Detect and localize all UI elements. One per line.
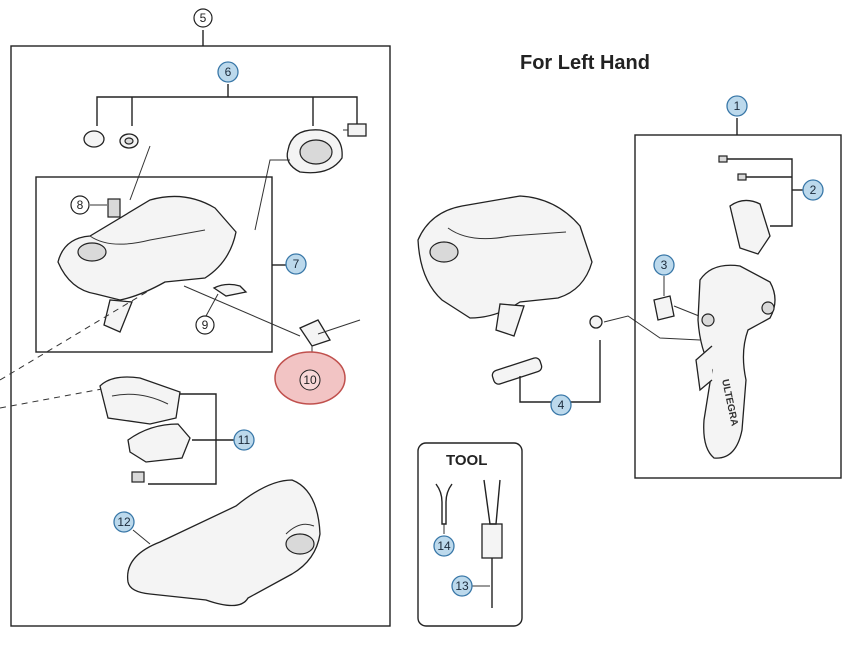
callout-1-label: 1: [734, 99, 741, 113]
callout-6[interactable]: 6: [217, 61, 239, 83]
bracket-body-7: [57, 195, 237, 301]
tool-13-handle: [481, 523, 503, 559]
assembly-line-6b: [254, 159, 290, 231]
callout-8-label: 8: [77, 198, 84, 212]
leader-12: [132, 529, 151, 545]
hidden-line-b: [0, 379, 151, 409]
screw-2a: [718, 155, 728, 163]
pawl-9: [212, 283, 248, 297]
cover-11-lower: [127, 423, 191, 463]
callout-6-label: 6: [225, 65, 232, 79]
screw-11: [131, 471, 145, 483]
callout-3-circle: [653, 254, 675, 276]
nut-6a: [83, 130, 105, 148]
hidden-line-a: [0, 289, 151, 381]
callout-14-circle: [433, 535, 455, 557]
tool-13-tip: [483, 479, 501, 525]
callout-8[interactable]: 8: [70, 195, 90, 215]
shift-lever-paddle: [695, 345, 713, 392]
block-3: [653, 295, 675, 321]
assembly-line-6a: [129, 145, 151, 201]
assembly-line-10: [183, 285, 301, 337]
callout-2-circle: [802, 179, 824, 201]
cover-11-upper-edge: [111, 393, 169, 405]
screw-2b: [737, 173, 747, 181]
callout-12-label: 12: [117, 515, 131, 529]
callout-9-label: 9: [202, 318, 209, 332]
hood-12: [126, 479, 321, 607]
pin-4: [491, 357, 543, 385]
callout-12[interactable]: 12: [113, 511, 135, 533]
shift-lever-bolt: [761, 301, 775, 315]
tool-14-fork: [435, 483, 453, 525]
callout-4-circle: [550, 394, 572, 416]
plate-10: [299, 319, 331, 347]
callout-3[interactable]: 3: [653, 254, 675, 276]
callout-4-label: 4: [558, 398, 565, 412]
bracket-body-main-leg: [495, 303, 525, 337]
callout-11-circle: [233, 429, 255, 451]
cover-2: [729, 199, 771, 255]
callout-7[interactable]: 7: [285, 253, 307, 275]
callout-2[interactable]: 2: [802, 179, 824, 201]
callout-2-label: 2: [810, 183, 817, 197]
callout-11[interactable]: 11: [233, 429, 255, 451]
bolt-6: [347, 123, 367, 137]
callout-14[interactable]: 14: [433, 535, 455, 557]
tool-heading: TOOL: [446, 452, 488, 469]
bracket-2: [727, 158, 793, 227]
callout-11-label: 11: [238, 433, 251, 447]
callout-7-circle: [285, 253, 307, 275]
bracket-body-7-ridge: [89, 229, 206, 245]
clip-4: [589, 315, 603, 329]
callout-1-circle: [726, 95, 748, 117]
callout-5-label: 5: [200, 11, 207, 25]
callout-5-circle: [193, 8, 213, 28]
callout-5[interactable]: 5: [193, 8, 213, 28]
callout-6-circle: [217, 61, 239, 83]
callout-14-label: 14: [437, 539, 451, 553]
assembly-1-frame: [634, 134, 842, 479]
callout-3-label: 3: [661, 258, 668, 272]
bracket-body-main-pocket: [429, 241, 459, 263]
callout-13-circle: [451, 575, 473, 597]
cover-11-upper: [99, 376, 181, 425]
callout-10-highlight[interactable]: 10: [274, 351, 346, 405]
callout-9[interactable]: 9: [195, 315, 215, 335]
bracket-body-7-leg: [103, 299, 133, 333]
callout-10-circle: [299, 369, 321, 391]
assembly-5-frame: [10, 45, 391, 627]
callout-9-circle: [195, 315, 215, 335]
clamp-band-6-inner: [299, 139, 333, 165]
bracket-11: [148, 393, 217, 485]
bracket-body-main-ridge: [447, 227, 567, 240]
callout-8-circle: [70, 195, 90, 215]
bracket-body-main: [417, 195, 593, 319]
bracket-body-7-pocket: [77, 242, 107, 262]
callout-13[interactable]: 13: [451, 575, 473, 597]
callout-1[interactable]: 1: [726, 95, 748, 117]
spring-8: [107, 198, 121, 218]
callout-7-label: 7: [293, 257, 300, 271]
assembly-line-4: [603, 315, 701, 341]
callout-4[interactable]: 4: [550, 394, 572, 416]
callout-10-label: 10: [303, 373, 317, 387]
callout-13-label: 13: [455, 579, 469, 593]
hood-12-opening: [285, 533, 315, 555]
shift-lever-pivot: [701, 313, 715, 327]
callout-12-circle: [113, 511, 135, 533]
bracket-6: [96, 96, 358, 126]
tool-frame: [417, 442, 523, 627]
plate-10-pin: [317, 319, 361, 335]
page-heading: For Left Hand: [520, 52, 650, 74]
washer-6-hole: [124, 137, 134, 145]
hood-12-edge: [285, 523, 315, 535]
leader-9: [205, 293, 219, 317]
